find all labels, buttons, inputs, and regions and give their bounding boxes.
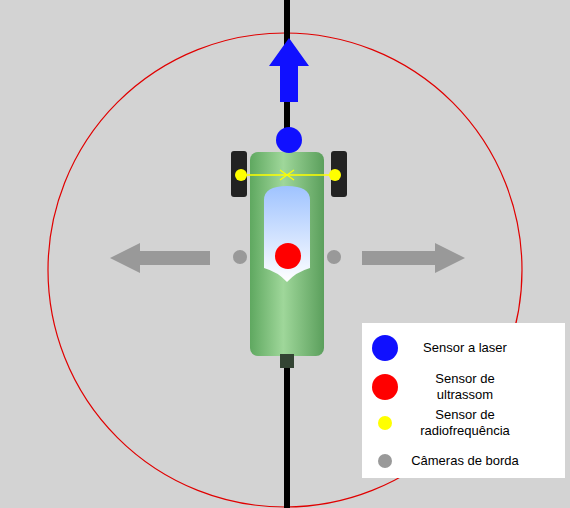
rf-sensor <box>329 169 341 181</box>
rf-sensor <box>235 169 247 181</box>
robot-body <box>250 152 324 356</box>
camera-arrows <box>110 243 465 273</box>
ultrasound-sensor <box>275 243 301 269</box>
legend-label: Sensor de radiofrequência <box>410 407 520 440</box>
legend-label: Sensor de ultrassom <box>420 371 510 404</box>
legend-swatch <box>372 335 398 361</box>
rf-arrowheads <box>280 170 294 180</box>
laser-sensor <box>276 127 302 153</box>
legend-label: Sensor a laser <box>400 340 530 356</box>
legend-label: Câmeras de borda <box>395 453 535 469</box>
legend-box: Sensor a laserSensor de ultrassomSensor … <box>362 323 565 478</box>
direction-arrow <box>269 38 309 102</box>
edge-camera <box>233 250 247 264</box>
legend-swatch <box>378 416 392 430</box>
legend-swatch <box>372 374 398 400</box>
legend-swatch <box>378 454 392 468</box>
rear-connector <box>280 354 294 368</box>
edge-camera <box>327 250 341 264</box>
robot-window <box>264 186 310 282</box>
